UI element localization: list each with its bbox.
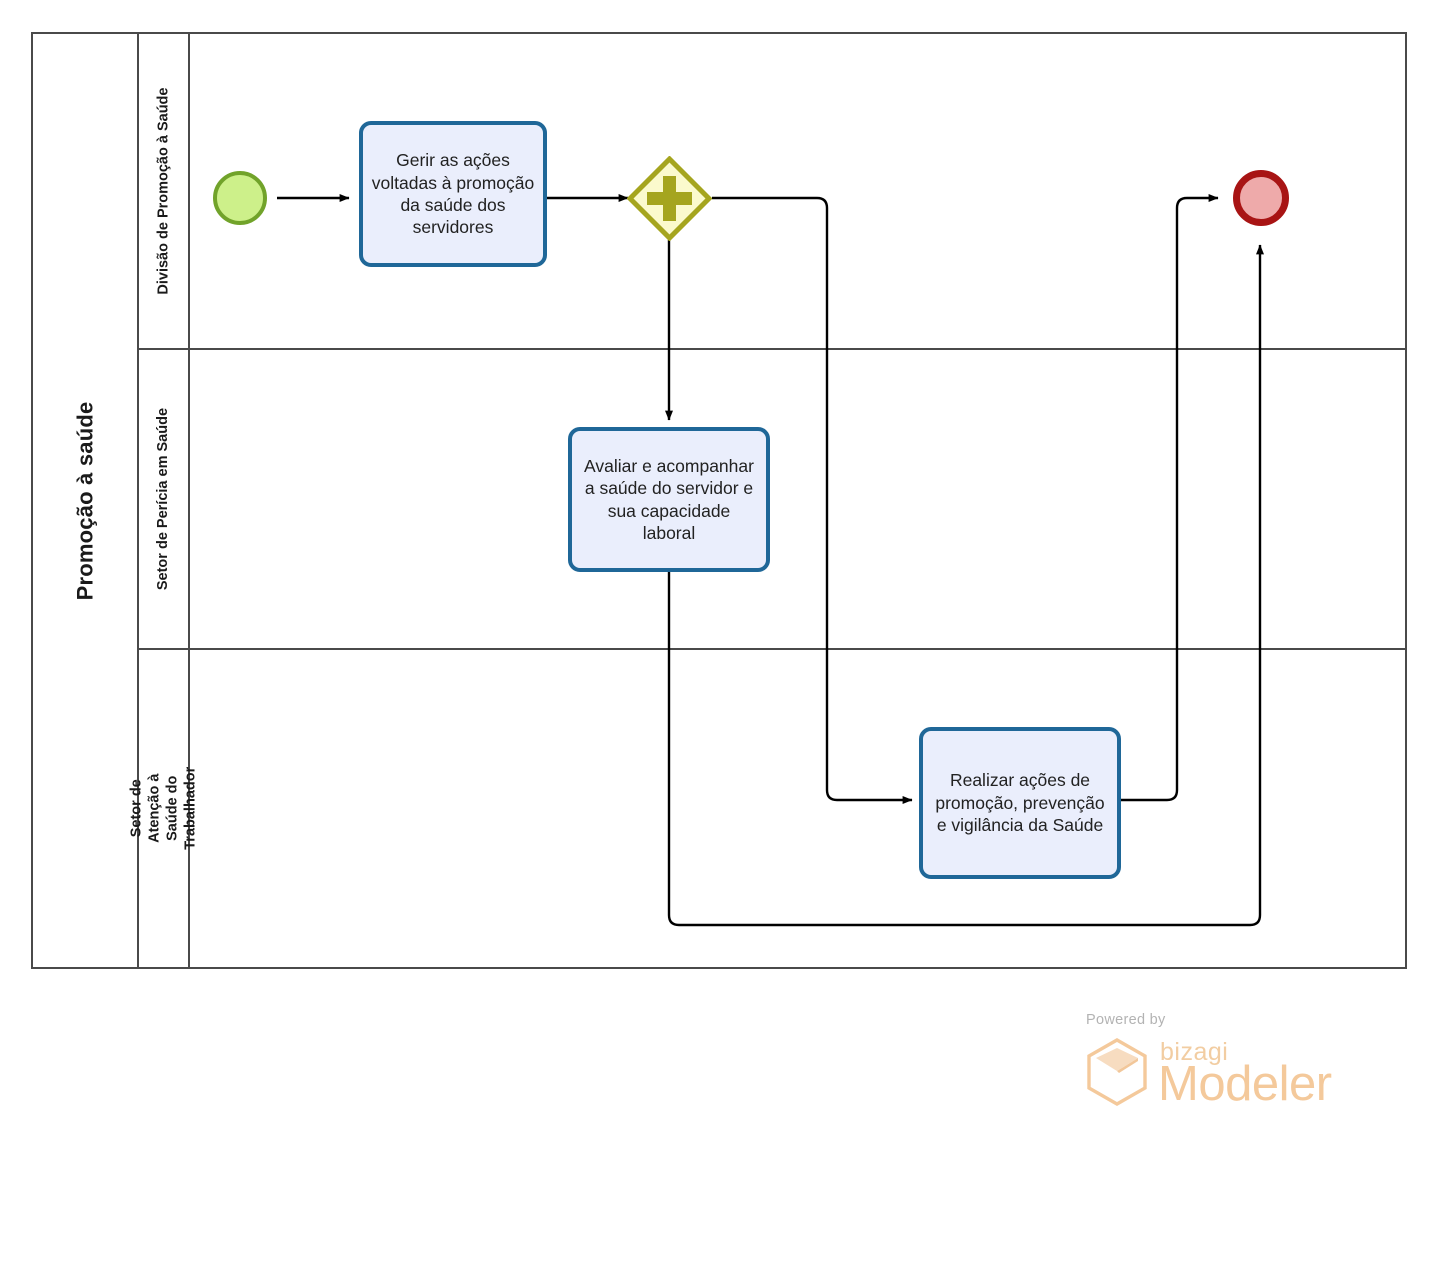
- task-realizar-acoes[interactable]: Realizar ações de promoção, prevenção e …: [919, 727, 1121, 879]
- start-event[interactable]: [213, 171, 267, 225]
- pool-title: Promoção à saúde: [72, 401, 98, 600]
- task-realizar-label: Realizar ações de promoção, prevenção e …: [935, 770, 1105, 836]
- powered-by-label: Powered by: [1086, 1012, 1166, 1028]
- modeler-wordmark: Modeler: [1158, 1057, 1332, 1111]
- parallel-gateway[interactable]: [627, 156, 712, 241]
- bizagi-wordmark: bizagi: [1160, 1038, 1229, 1066]
- lane-header-atencao: Setor de Atenção à Saúde do Trabalhador: [128, 650, 199, 967]
- bizagi-branding: Powered by bizagi Modeler: [1078, 1012, 1338, 1112]
- lane-header-divisao: Divisão de Promoção à Saúde: [139, 34, 190, 348]
- task-gerir-as-acoes[interactable]: Gerir as ações voltadas à promoção da sa…: [359, 121, 547, 267]
- end-event[interactable]: [1233, 170, 1289, 226]
- pool-header: Promoção à saúde: [33, 34, 139, 967]
- lane-label-divisao: Divisão de Promoção à Saúde: [155, 87, 172, 295]
- lane-divisao-de-promocao-a-saude[interactable]: Divisão de Promoção à Saúde: [139, 34, 1407, 350]
- lane-header-pericia: Setor de Perícia em Saúde: [139, 350, 190, 648]
- lane-label-pericia: Setor de Perícia em Saúde: [155, 407, 172, 591]
- lane-label-atencao: Setor de Atenção à Saúde do Trabalhador: [128, 767, 199, 850]
- task-avaliar-e-acompanhar[interactable]: Avaliar e acompanhar a saúde do servidor…: [568, 427, 770, 572]
- lane-setor-de-atencao-a-saude-do-trabalhador[interactable]: Setor de Atenção à Saúde do Trabalhador: [128, 650, 1407, 967]
- task-gerir-label: Gerir as ações voltadas à promoção da sa…: [371, 150, 535, 238]
- parallel-plus-icon: [647, 176, 692, 221]
- task-avaliar-label: Avaliar e acompanhar a saúde do servidor…: [584, 455, 754, 543]
- lane-setor-de-pericia-em-saude[interactable]: Setor de Perícia em Saúde: [139, 350, 1407, 650]
- bizagi-hexagon-logo-icon: [1087, 1038, 1147, 1106]
